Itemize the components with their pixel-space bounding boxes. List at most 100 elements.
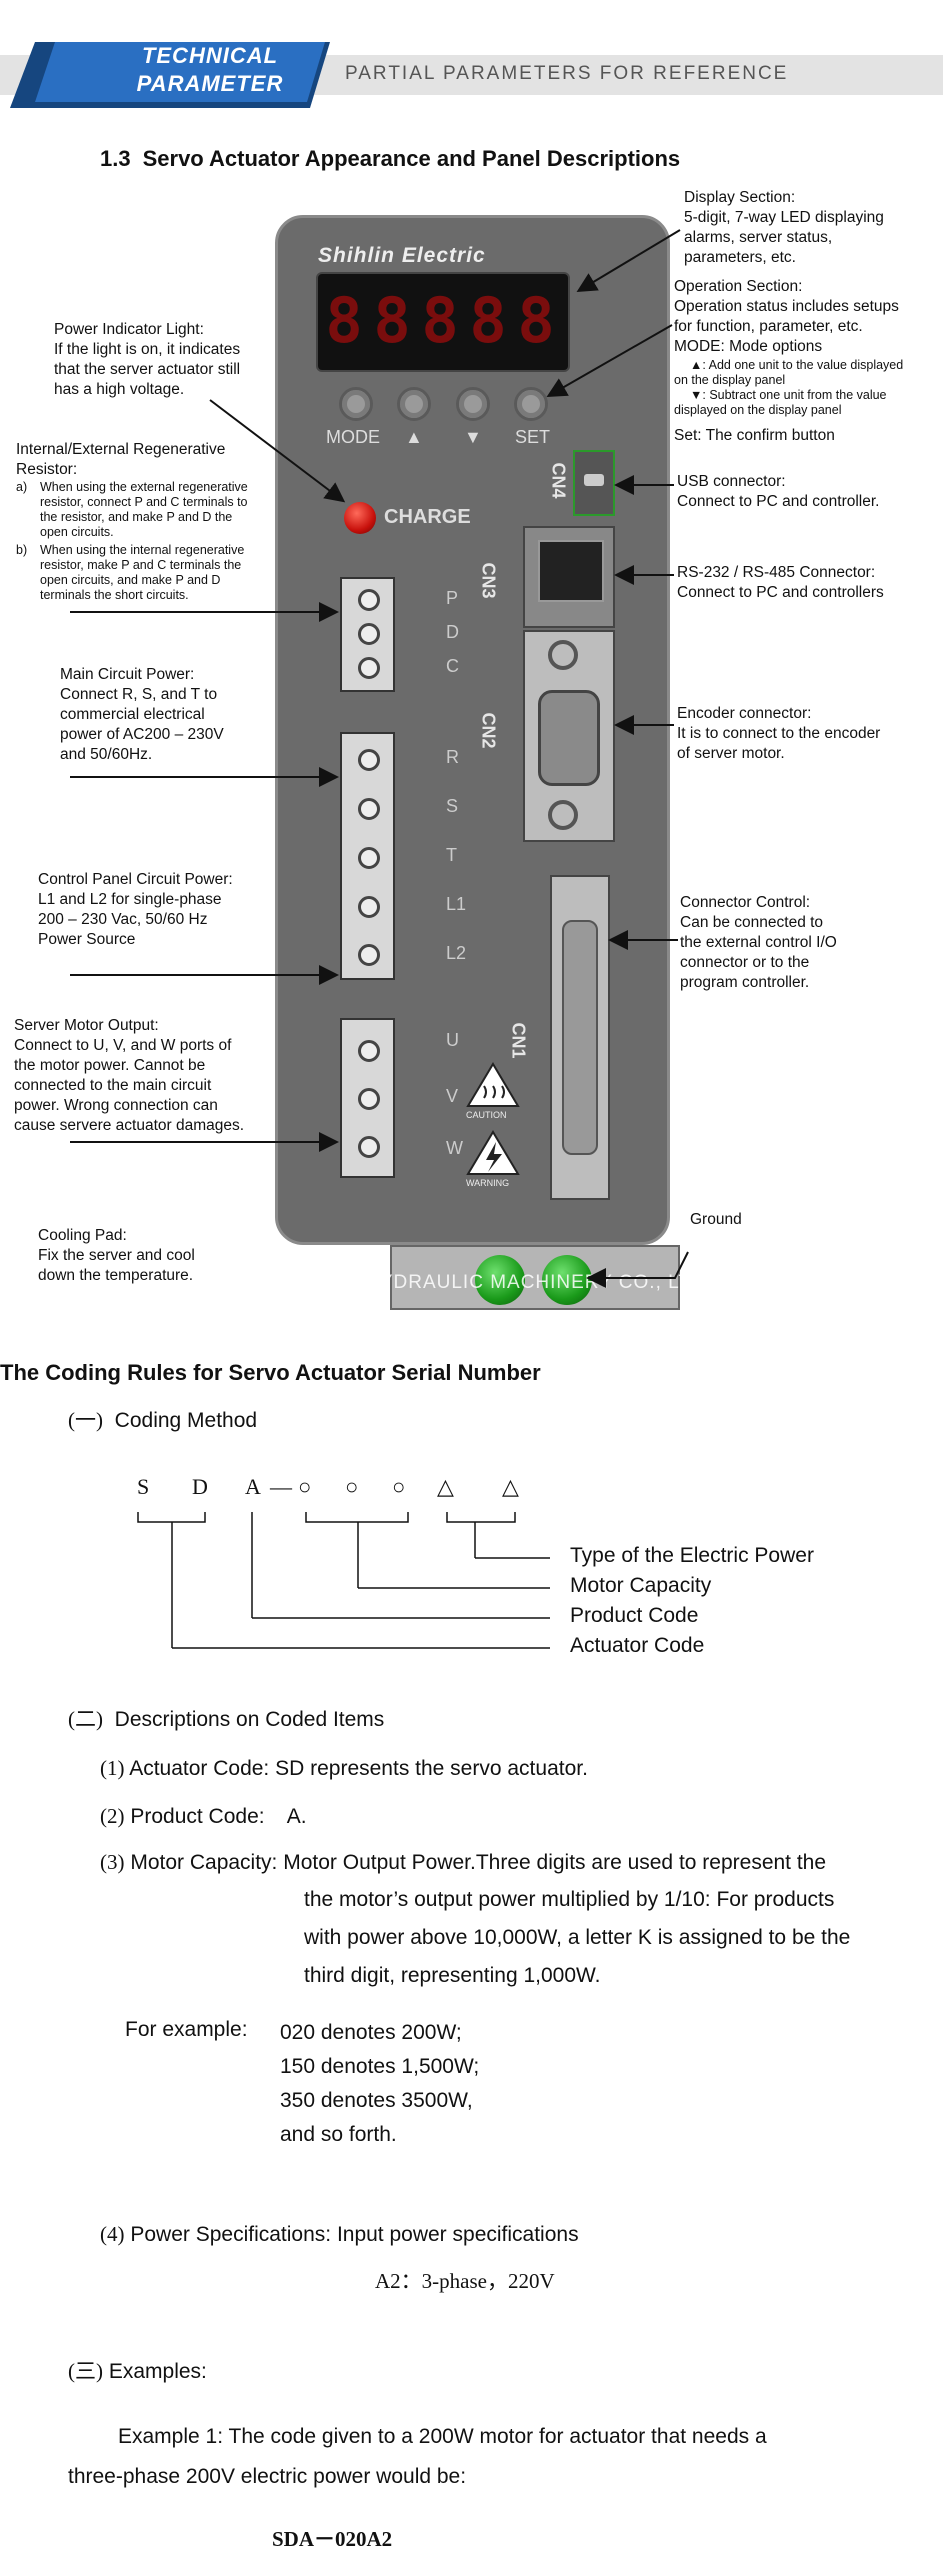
leader-lines <box>70 229 689 1288</box>
callout-set: Set: The confirm button <box>674 427 835 444</box>
header-subtitle: PARTIAL PARAMETERS FOR REFERENCE <box>345 63 789 84</box>
terminal-label-s: S <box>446 796 459 816</box>
terminal-screw <box>358 657 380 679</box>
db9-socket-icon <box>538 690 600 786</box>
screw-icon <box>548 640 578 670</box>
header-title: TECHNICAL PARAMETER <box>136 43 284 96</box>
led-display: 8 8 8 8 8 <box>316 272 570 372</box>
terminal-label-l2: L2 <box>446 943 467 963</box>
terminal-screw <box>358 1088 380 1110</box>
code-bracket-lines <box>137 1512 550 1649</box>
code-label-power-type: Type of the Electric Power <box>570 1544 814 1567</box>
code-symbol: A <box>245 1474 261 1499</box>
item-motor-capacity-cont: the motor’s output power multiplied by 1… <box>304 1888 851 1987</box>
callout-encoder: Encoder connector:It is to connect to th… <box>677 705 881 762</box>
led-digit: 8 <box>469 284 507 357</box>
callout-ground: Ground <box>690 1211 742 1228</box>
item-motor-capacity: (3) Motor Capacity: Motor Output Power.T… <box>100 1850 827 1874</box>
usb-socket-icon <box>584 474 604 486</box>
callout-main-power: Main Circuit Power:Connect R, S, and T t… <box>60 666 224 763</box>
up-button[interactable] <box>397 387 431 421</box>
set-key-label: SET <box>515 427 551 447</box>
code-symbol: ○ <box>298 1474 312 1499</box>
item-actuator-code: (1) Actuator Code: SD represents the ser… <box>100 1756 588 1780</box>
callout-connector-control: Connector Control:Can be connected to th… <box>680 894 837 991</box>
caution-label: CAUTION <box>466 1110 507 1120</box>
example1-line1: Example 1: The code given to a 200W moto… <box>118 2425 767 2448</box>
terminal-label-l1: L1 <box>446 894 467 914</box>
code-symbol: — <box>270 1474 292 1499</box>
terminal-label-r: R <box>446 747 459 767</box>
mode-button[interactable] <box>339 387 373 421</box>
terminal-label-v: V <box>446 1086 459 1106</box>
terminal-label-w: W <box>446 1138 463 1158</box>
led-digit: 8 <box>325 284 363 357</box>
screw-icon <box>548 800 578 830</box>
callout-motor-output: Server Motor Output:Connect to U, V, and… <box>14 1017 245 1134</box>
warning-label: WARNING <box>466 1178 510 1188</box>
rj45-socket-icon <box>538 540 604 602</box>
up-key-label: ▲ <box>405 427 423 447</box>
header-badge <box>10 42 330 108</box>
callout-control-power: Control Panel Circuit Power:L1 and L2 fo… <box>38 871 233 948</box>
item-product-code: (2) Product Code: A. <box>100 1804 307 1828</box>
code-symbol: ○ <box>392 1474 406 1499</box>
charge-indicator-light <box>344 502 376 534</box>
terminal-screw <box>358 749 380 771</box>
code-symbol: △ <box>502 1474 519 1499</box>
terminal-label-u: U <box>446 1030 459 1050</box>
terminal-screw <box>358 896 380 918</box>
charge-label: CHARGE <box>384 506 471 528</box>
callout-cooling: Cooling Pad:Fix the server and cool down… <box>38 1227 195 1284</box>
coding-heading: The Coding Rules for Servo Actuator Seri… <box>0 1360 541 1385</box>
code-label-actuator-code: Actuator Code <box>570 1634 705 1657</box>
example-label: For example: <box>125 2018 248 2041</box>
regen-terminal-block <box>340 577 395 692</box>
terminal-screw <box>358 847 380 869</box>
terminal-screw <box>358 798 380 820</box>
mode-key-label: MODE <box>326 427 380 447</box>
terminal-screw <box>358 1136 380 1158</box>
warning-electric-icon <box>466 1130 520 1175</box>
terminal-screw <box>358 589 380 611</box>
terminal-label-d: D <box>446 622 459 642</box>
callout-power-indicator: Power Indicator Light:If the light is on… <box>54 321 241 398</box>
down-button[interactable] <box>456 387 490 421</box>
terminal-label-t: T <box>446 845 457 865</box>
motor-output-terminal-block <box>340 1018 395 1178</box>
callout-display: Display Section:5-digit, 7-way LED displ… <box>684 189 884 266</box>
examples-heading: (三) Examples: <box>68 2359 207 2383</box>
callout-rs: RS-232 / RS-485 Connector:Connect to PC … <box>677 564 884 601</box>
callout-operation: Operation Section:Operation status inclu… <box>674 278 899 355</box>
terminal-screw <box>358 623 380 645</box>
code-symbol: S <box>137 1474 150 1499</box>
io-socket-icon <box>562 920 598 1155</box>
code-symbol: △ <box>437 1474 454 1499</box>
caution-hot-icon <box>466 1062 520 1107</box>
led-digit: 8 <box>517 284 555 357</box>
set-button[interactable] <box>514 387 548 421</box>
code-label-motor-capacity: Motor Capacity <box>570 1574 712 1597</box>
example1-line2: three-phase 200V electric power would be… <box>68 2465 467 2488</box>
led-digit: 8 <box>373 284 411 357</box>
power-spec-value: A2：3-phase，220V <box>375 2269 555 2293</box>
code-symbol: D <box>192 1474 208 1499</box>
code-label-product-code: Product Code <box>570 1604 699 1627</box>
led-digit: 8 <box>421 284 459 357</box>
callout-usb: USB connector:Connect to PC and controll… <box>677 473 880 510</box>
down-key-label: ▼ <box>464 427 482 447</box>
code-symbol: ○ <box>345 1474 359 1499</box>
item-power-specifications: (4) Power Specifications: Input power sp… <box>100 2222 579 2246</box>
descriptions-heading: (二) Descriptions on Coded Items <box>68 1707 385 1731</box>
terminal-screw <box>358 1040 380 1062</box>
coding-method-heading: (一) Coding Method <box>68 1408 258 1432</box>
terminal-label-c: C <box>446 656 459 676</box>
example1-code: SDA－020A2 <box>272 2527 393 2551</box>
example-list: 020 denotes 200W; 150 denotes 1,500W; 35… <box>280 2021 480 2146</box>
brand-label: Shihlin Electric <box>318 244 486 267</box>
